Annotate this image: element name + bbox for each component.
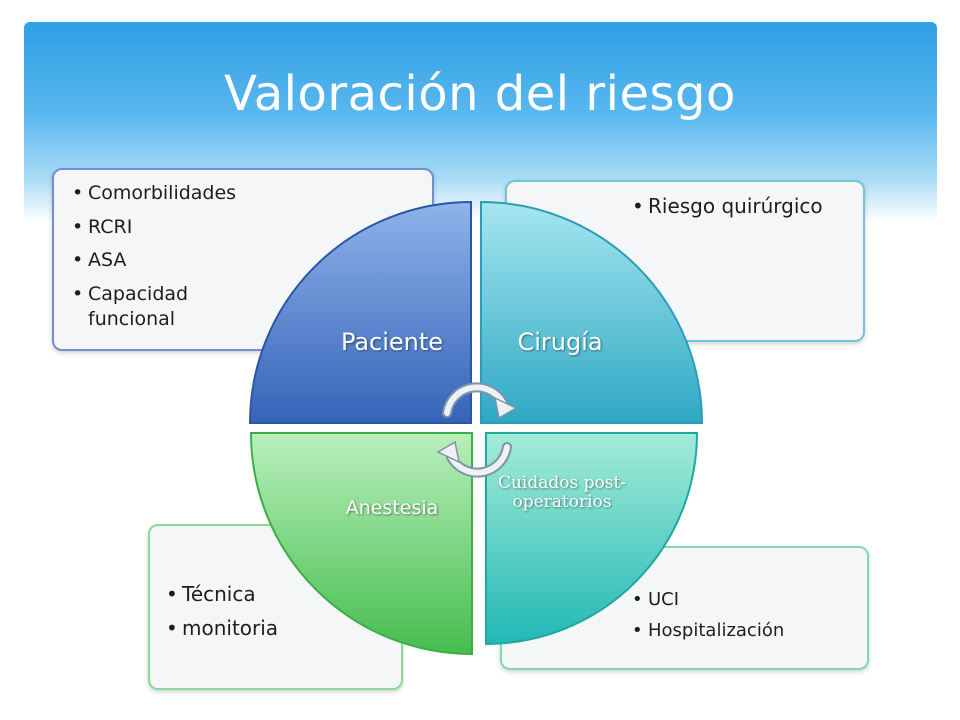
anestesia-label: Anestesia [345, 497, 439, 519]
anestesia-quadrant [249, 432, 473, 656]
circular-arrows-icon [436, 382, 518, 478]
cuidados-label: Cuidados post-operatorios [497, 473, 627, 512]
list-item: Técnica [166, 581, 366, 607]
anestesia-list: Técnica monitoria [166, 581, 366, 649]
list-item: ASA [72, 248, 272, 273]
list-item: Capacidad funcional [72, 282, 272, 331]
paciente-list: Comorbilidades RCRI ASA Capacidad funcio… [72, 181, 272, 331]
list-item: Riesgo quirúrgico [632, 193, 832, 219]
cirugia-list: Riesgo quirúrgico [632, 193, 832, 219]
cirugia-label: Cirugía [517, 328, 603, 356]
paciente-quadrant [248, 200, 472, 424]
list-item: RCRI [72, 215, 272, 240]
list-item: monitoria [166, 615, 366, 641]
paciente-label: Paciente [340, 328, 444, 356]
cirugia-quadrant [480, 200, 704, 424]
list-item: Hospitalización [632, 619, 852, 643]
cuidados-quadrant [485, 432, 699, 646]
slide-title: Valoración del riesgo [224, 66, 736, 122]
list-item: UCI [632, 588, 852, 612]
cuidados-list: UCI Hospitalización [632, 588, 852, 651]
list-item: Comorbilidades [72, 181, 272, 206]
